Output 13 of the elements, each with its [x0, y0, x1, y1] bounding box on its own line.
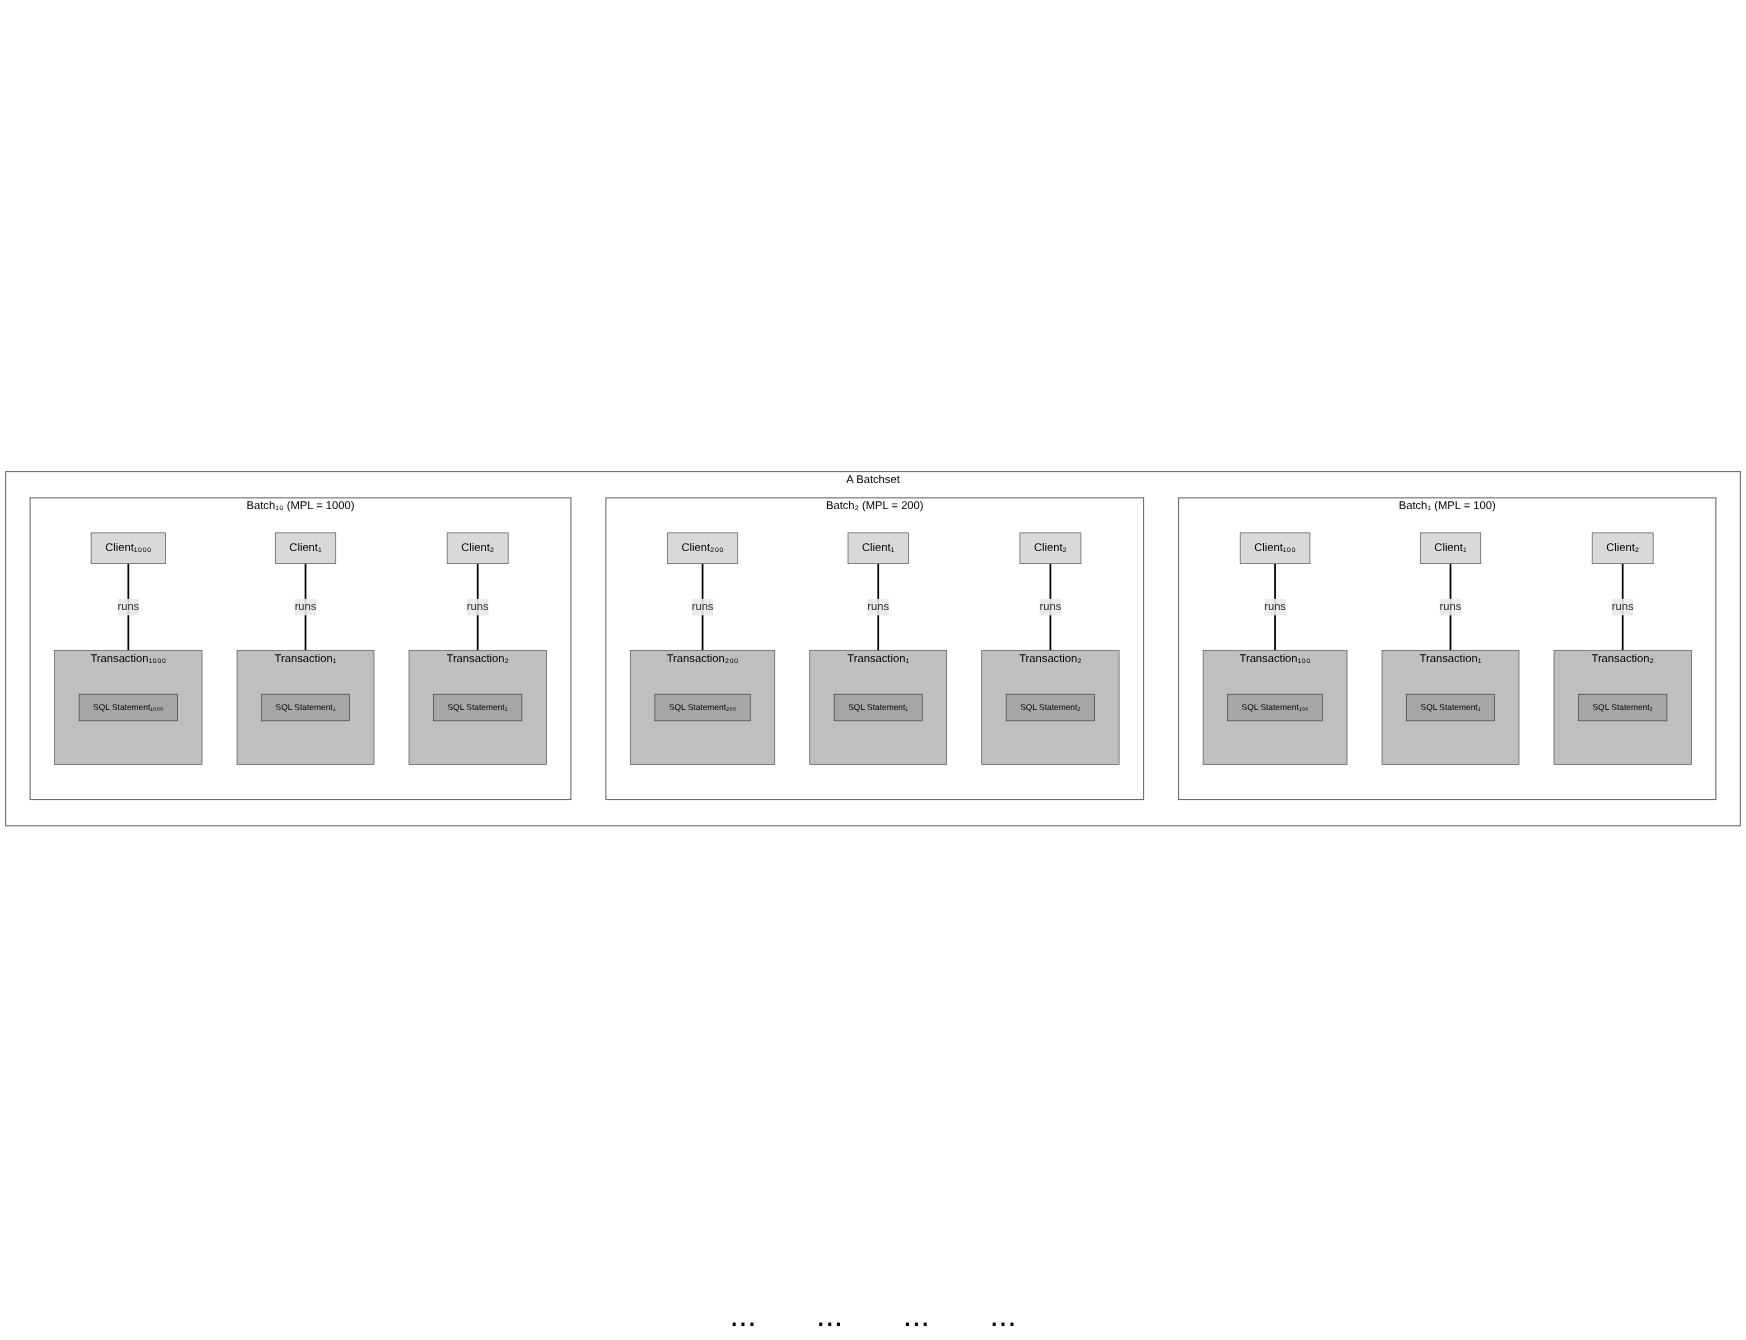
connector — [127, 562, 130, 651]
connector — [877, 562, 880, 651]
connector — [476, 562, 479, 651]
connector — [701, 562, 704, 651]
ellipsis-label: ... — [903, 1300, 930, 1336]
connector — [304, 562, 307, 651]
ellipsis-label: ... — [816, 1300, 843, 1336]
connector — [1449, 562, 1452, 651]
ellipsis-label: ... — [989, 1300, 1017, 1336]
connector — [1621, 562, 1624, 651]
connector — [1049, 562, 1052, 651]
connector — [1274, 562, 1276, 651]
ellipsis-label: ... — [729, 1300, 757, 1336]
